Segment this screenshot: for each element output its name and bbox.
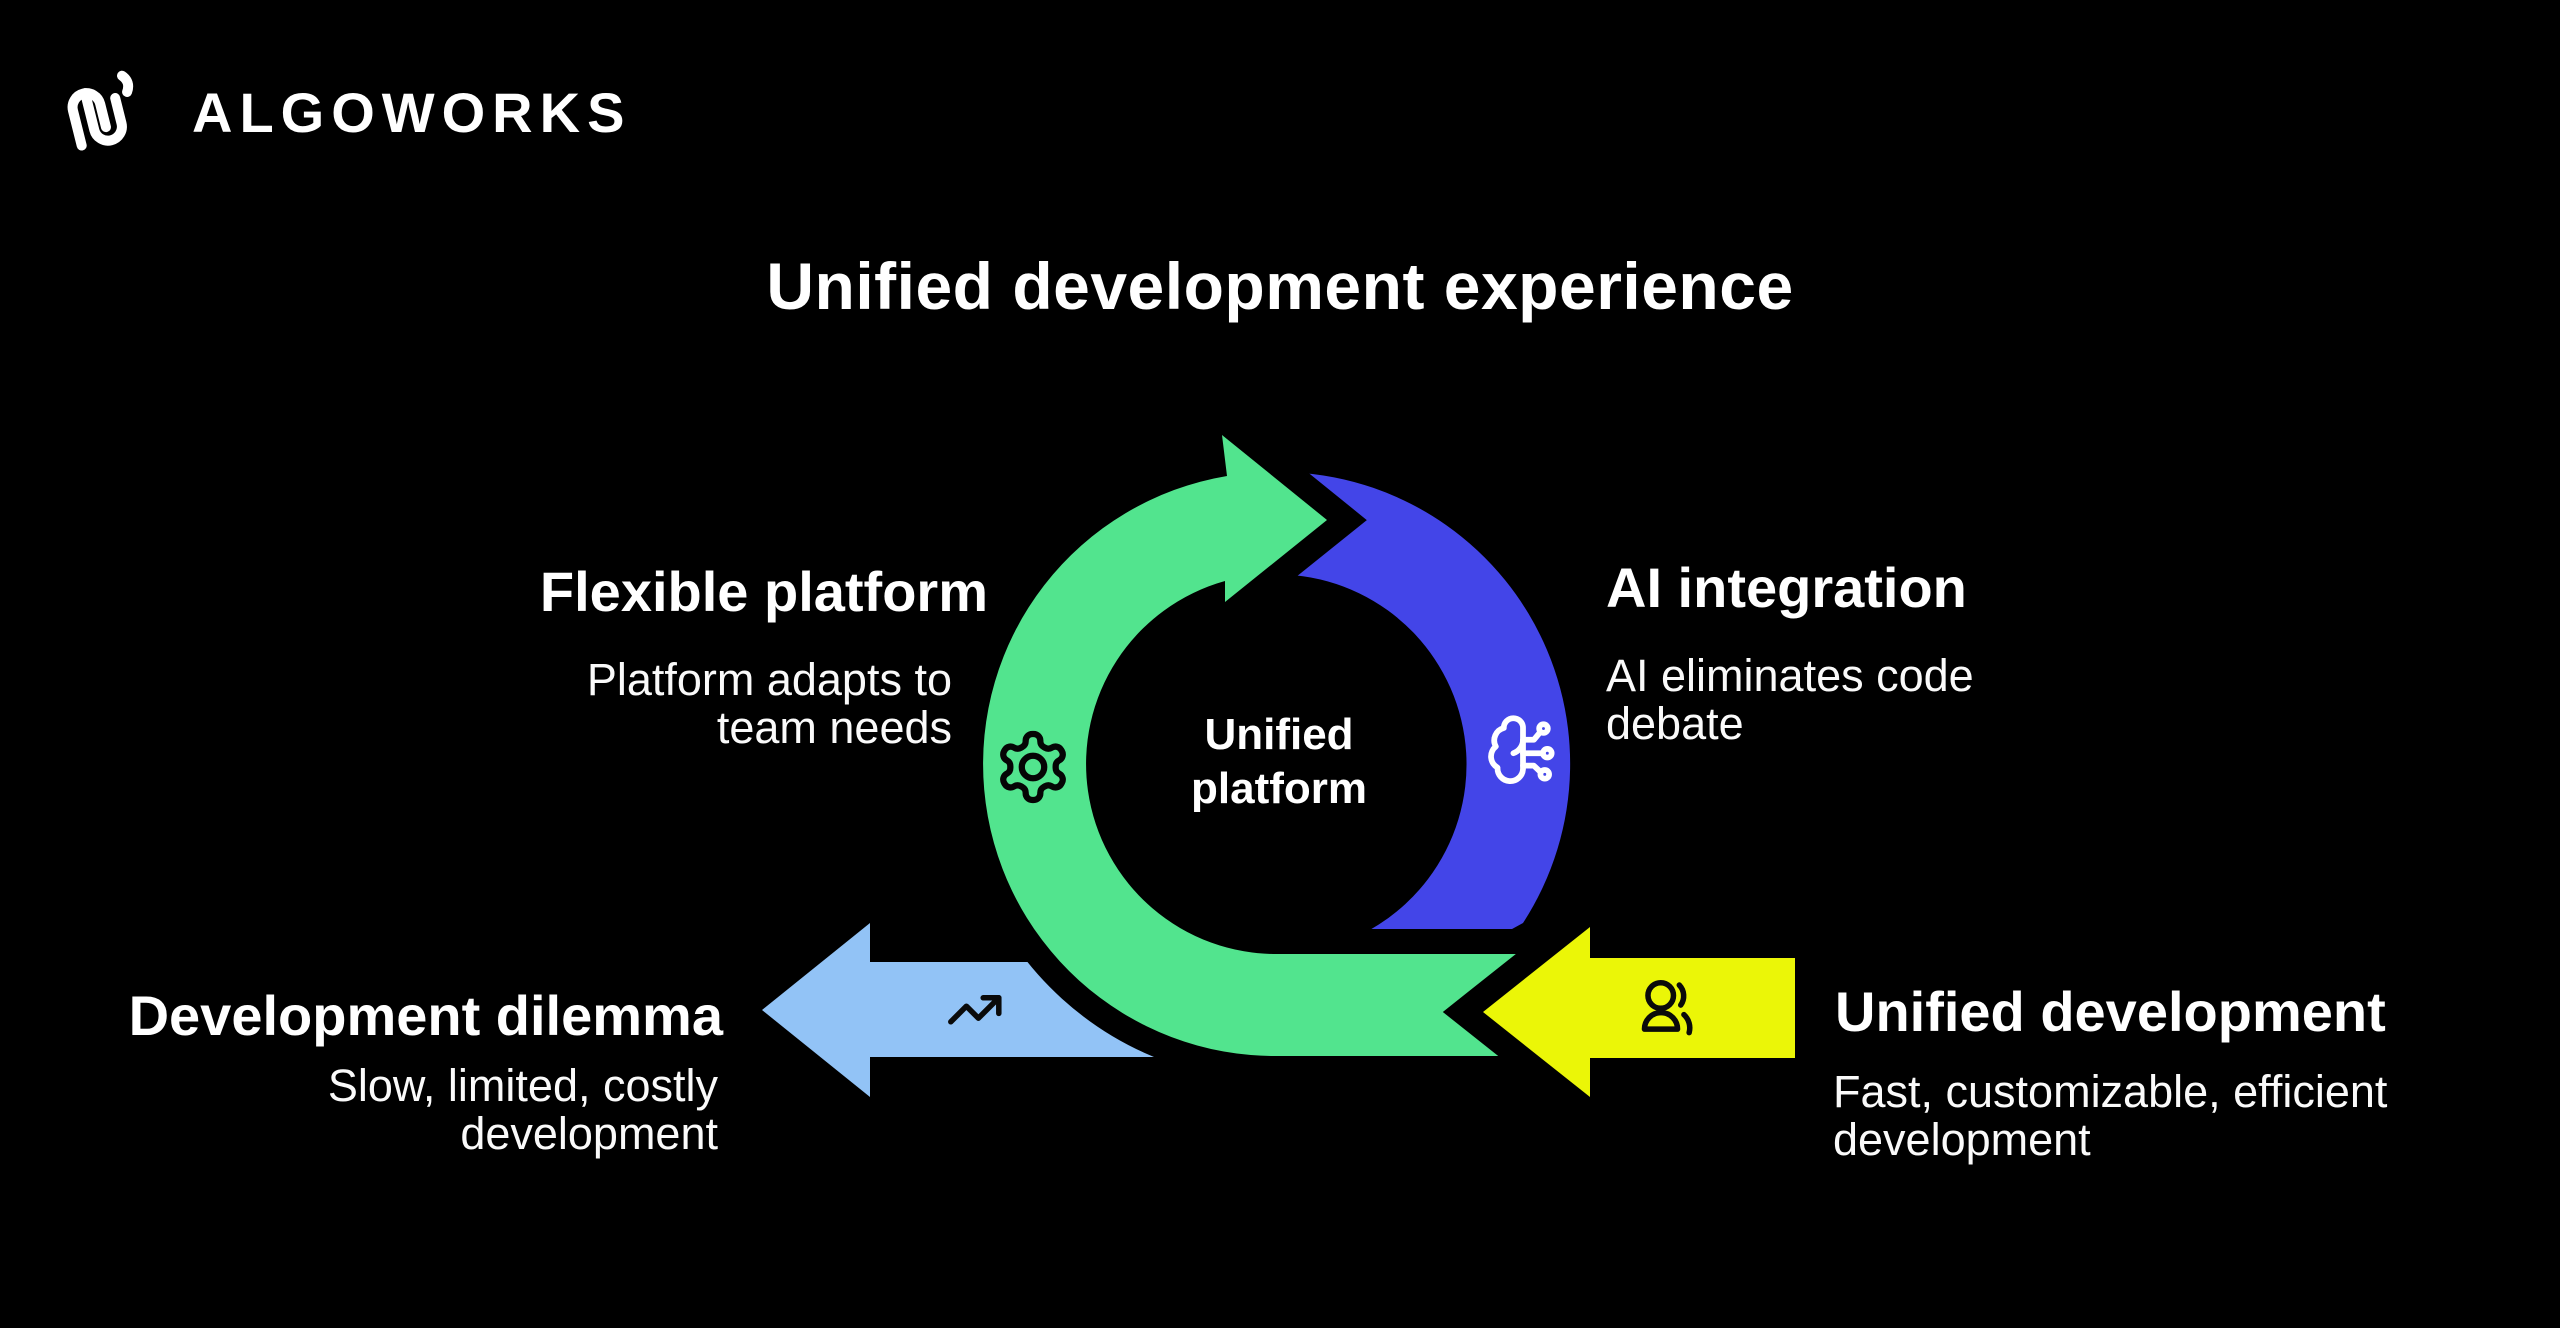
ai-integration-body: AI eliminates code debate <box>1606 650 1974 749</box>
brand-wordmark: ALGOWORKS <box>192 81 632 144</box>
blue-loop-arrow <box>1253 471 1571 940</box>
gear-icon <box>1000 730 1066 804</box>
page-title: Unified development experience <box>766 249 1794 323</box>
flexible-platform-body: Platform adapts to team needs <box>586 654 952 753</box>
development-dilemma-body: Slow, limited, costly development <box>327 1060 718 1159</box>
trending-up-icon <box>948 995 1002 1025</box>
flexible-platform-heading: Flexible platform <box>539 560 988 623</box>
unified-arrow <box>1442 875 1820 1149</box>
unified-development-body: Fast, customizable, efficient developmen… <box>1833 1066 2388 1165</box>
center-label: Unified platform <box>1191 710 1367 813</box>
unified-development-heading: Unified development <box>1835 980 2386 1043</box>
brain-circuit-icon <box>1488 715 1555 784</box>
paperclip-loop-icon <box>67 70 134 151</box>
ai-integration-heading: AI integration <box>1606 556 1967 619</box>
green-loop-arrow <box>958 376 1575 1082</box>
user-icon <box>1641 979 1693 1036</box>
development-dilemma-heading: Development dilemma <box>128 984 723 1047</box>
